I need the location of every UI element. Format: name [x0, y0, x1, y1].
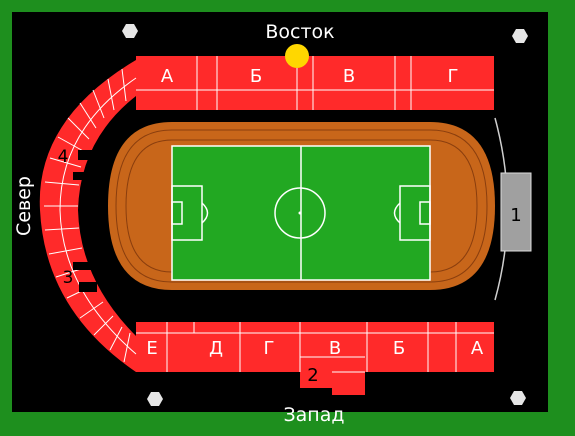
east-section-b[interactable]: Б [250, 66, 262, 87]
floodlight-top-left [122, 24, 138, 38]
floodlight-bottom-right [510, 391, 526, 405]
north-stand-lower-number: 3 [63, 268, 74, 288]
west-section-e[interactable]: Е [146, 338, 157, 359]
sun-icon [285, 44, 309, 68]
football-pitch [171, 145, 431, 281]
penalty-arc-left [201, 202, 209, 224]
west-section-g[interactable]: Г [264, 338, 275, 359]
north-stand-upper-number: 4 [58, 147, 69, 167]
center-circle [274, 187, 326, 239]
west-section-a[interactable]: А [471, 338, 484, 359]
floodlights [122, 24, 528, 406]
east-section-v[interactable]: В [343, 66, 355, 87]
south-block-body[interactable] [500, 172, 532, 252]
direction-east-label: Восток [265, 21, 334, 43]
direction-west-label: Запад [283, 404, 344, 426]
west-stand-body [136, 322, 494, 395]
west-section-v[interactable]: В [329, 338, 341, 359]
east-section-g[interactable]: Г [448, 66, 459, 87]
east-stand-body [136, 56, 494, 110]
direction-north-label: Север [13, 176, 35, 236]
west-section-b[interactable]: Б [393, 338, 405, 359]
west-stand: Е Д Г В Б А 2 [136, 322, 494, 395]
east-section-a[interactable]: А [161, 66, 174, 87]
north-stand: 4 3 [39, 60, 137, 372]
penalty-arc-right [393, 202, 401, 224]
north-stand-body [39, 60, 136, 372]
floodlight-bottom-left [147, 392, 163, 406]
west-stand-number: 2 [307, 365, 318, 386]
floodlight-top-right [512, 29, 528, 43]
south-block: 1 [500, 172, 532, 252]
goal-area-left [171, 201, 183, 225]
south-block-number: 1 [510, 205, 521, 226]
goal-area-right [419, 201, 431, 225]
center-spot [298, 211, 302, 215]
east-stand: А Б В Г [136, 56, 494, 110]
track-lane [115, 129, 488, 283]
north-stand-entrances [73, 150, 97, 292]
west-section-d[interactable]: Д [209, 338, 223, 359]
